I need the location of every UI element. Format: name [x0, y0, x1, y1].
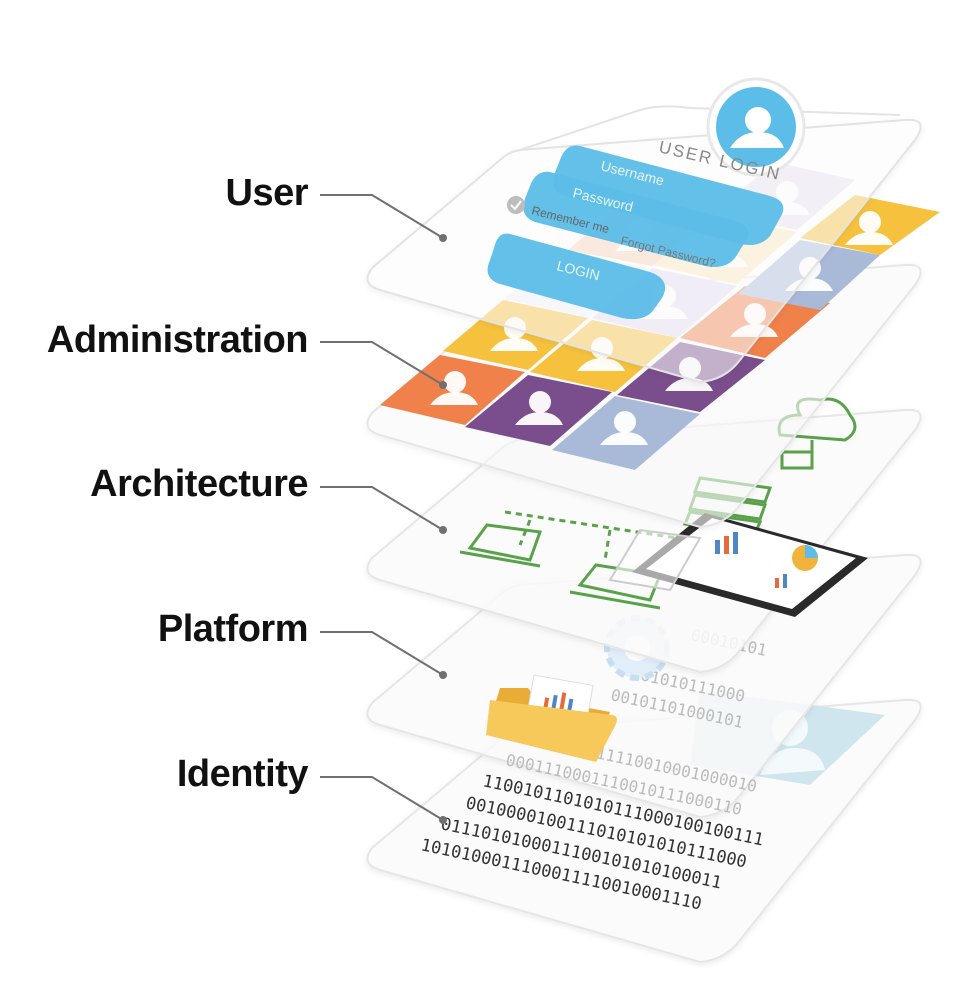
login-avatar: [706, 77, 806, 177]
folder-icon: [486, 674, 617, 762]
user-layer: USER LOGIN Username Password Remember me…: [366, 77, 922, 384]
layer-label-platform: Platform: [157, 608, 309, 650]
platform-layer: 0001110001110010111000110 10101000111100…: [366, 553, 922, 819]
leader-architecture: [320, 486, 444, 531]
layer-label-user: User: [225, 172, 309, 214]
architecture-layer: [366, 397, 922, 674]
leader-lines: [320, 194, 444, 821]
leader-dots: [439, 234, 447, 824]
leader-user: [320, 194, 444, 239]
layer-label-administration: Administration: [46, 319, 309, 361]
layer-label-identity: Identity: [176, 753, 309, 795]
user-plate: [366, 118, 922, 384]
leader-identity: [320, 776, 444, 821]
phone-icon: [608, 528, 702, 592]
login-button[interactable]: LOGIN: [487, 233, 666, 320]
identity-binary: 1100101101010111000100100111 00100001001…: [419, 771, 765, 914]
server-icon: [780, 450, 814, 470]
layer-label-architecture: Architecture: [90, 463, 308, 505]
laptop-icon: [467, 523, 543, 562]
checkbox-icon[interactable]: [507, 196, 525, 214]
leader-platform: [320, 631, 444, 676]
leader-administration: [320, 341, 444, 386]
